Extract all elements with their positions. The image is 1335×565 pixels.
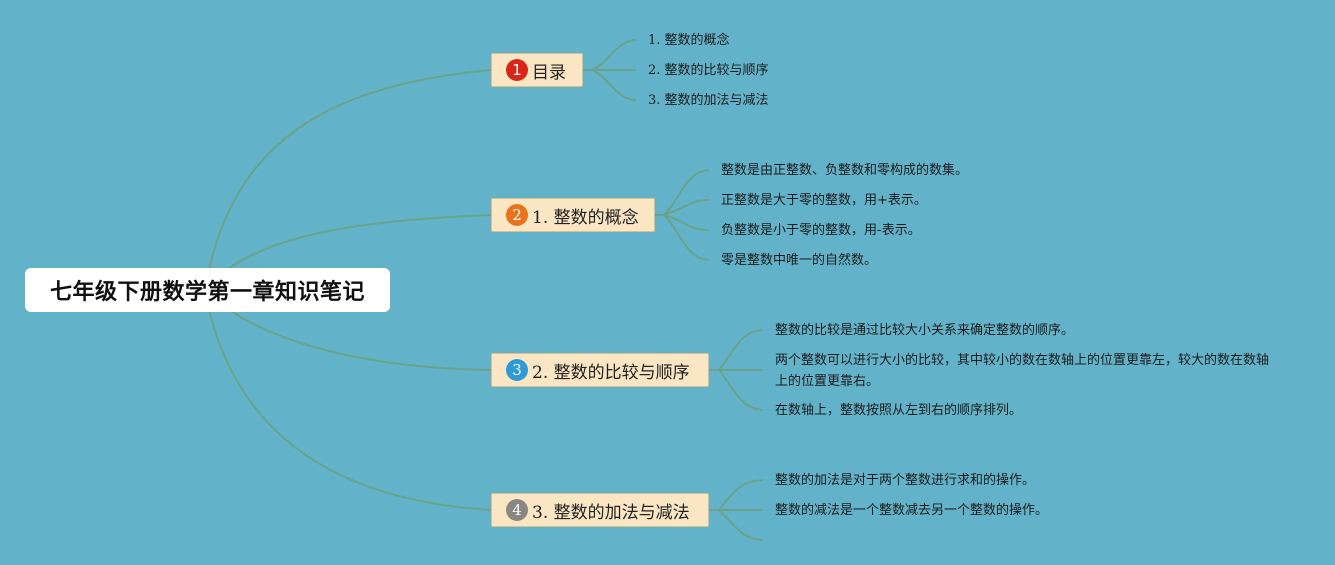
leaf-comparison-1[interactable]: 整数的比较是通过比较大小关系来确定整数的顺序。 — [775, 323, 1075, 338]
branch-integer-concept[interactable]: 2 1. 整数的概念 — [491, 198, 655, 232]
badge-4: 4 — [506, 499, 528, 521]
branch-contents[interactable]: 1 目录 — [491, 53, 583, 87]
leaf-concept-2[interactable]: 正整数是大于零的整数，用+表示。 — [721, 193, 927, 208]
badge-3: 3 — [506, 359, 528, 381]
branch-label: 3. 整数的加法与减法 — [532, 502, 690, 523]
leaf-contents-3[interactable]: 3. 整数的加法与减法 — [648, 93, 769, 108]
leaf-concept-4[interactable]: 零是整数中唯一的自然数。 — [721, 253, 878, 268]
leaf-contents-2[interactable]: 2. 整数的比较与顺序 — [648, 63, 769, 78]
branch-integer-comparison[interactable]: 3 2. 整数的比较与顺序 — [491, 353, 709, 387]
leaf-contents-1[interactable]: 1. 整数的概念 — [648, 33, 730, 48]
branch-label: 目录 — [532, 62, 566, 83]
mindmap-root-title[interactable]: 七年级下册数学第一章知识笔记 — [25, 268, 390, 312]
leaf-concept-3[interactable]: 负整数是小于零的整数，用-表示。 — [721, 223, 921, 238]
branch-integer-add-subtract[interactable]: 4 3. 整数的加法与减法 — [491, 493, 709, 527]
leaf-concept-1[interactable]: 整数是由正整数、负整数和零构成的数集。 — [721, 163, 969, 178]
leaf-add-subtract-2[interactable]: 整数的减法是一个整数减去另一个整数的操作。 — [775, 503, 1049, 518]
badge-1: 1 — [506, 59, 528, 81]
branch-label: 2. 整数的比较与顺序 — [532, 362, 690, 383]
leaf-add-subtract-1[interactable]: 整数的加法是对于两个整数进行求和的操作。 — [775, 473, 1036, 488]
branch-label: 1. 整数的概念 — [532, 207, 639, 228]
leaf-comparison-3[interactable]: 在数轴上，整数按照从左到右的顺序排列。 — [775, 403, 1023, 418]
leaf-comparison-2[interactable]: 两个整数可以进行大小的比较，其中较小的数在数轴上的位置更靠左，较大的数在数轴上的… — [775, 353, 1270, 389]
badge-2: 2 — [506, 204, 528, 226]
